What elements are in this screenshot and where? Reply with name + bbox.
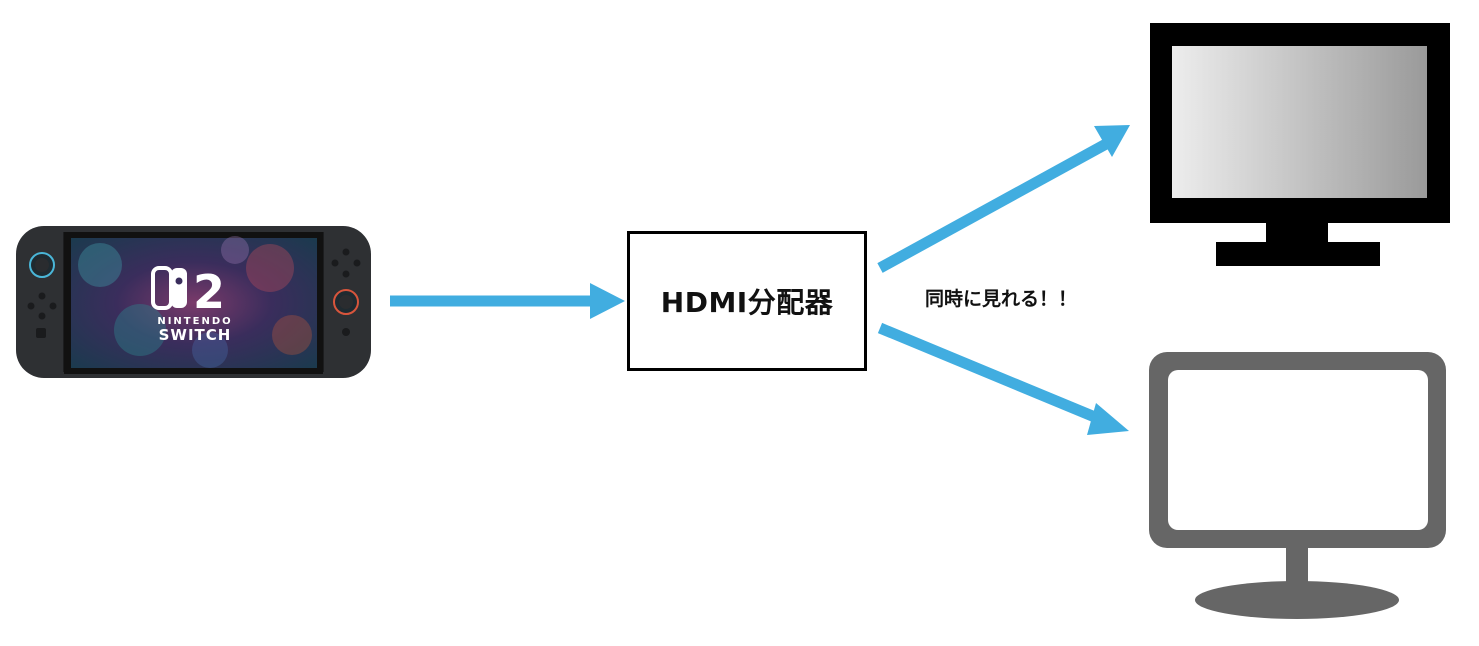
arrow-splitter-to-monitor (877, 322, 1129, 435)
monitor-icon (1149, 352, 1446, 619)
simultaneous-view-note: 同時に見れる！！ (925, 288, 1078, 310)
console-logo-number: 2 (193, 265, 225, 319)
hdmi-splitter-box: HDMI分配器 (627, 231, 867, 371)
console-logo-line1: NINTENDO (157, 316, 232, 327)
arrow-splitter-to-tv (877, 125, 1130, 273)
console-logo-line2: SWITCH (159, 326, 232, 344)
console-logo-icon (151, 266, 187, 310)
arrow-console-to-splitter (390, 283, 625, 319)
tv-icon (1150, 23, 1450, 266)
hdmi-splitter-label: HDMI分配器 (660, 286, 834, 319)
game-console-icon: 2 NINTENDO SWITCH (16, 226, 371, 378)
